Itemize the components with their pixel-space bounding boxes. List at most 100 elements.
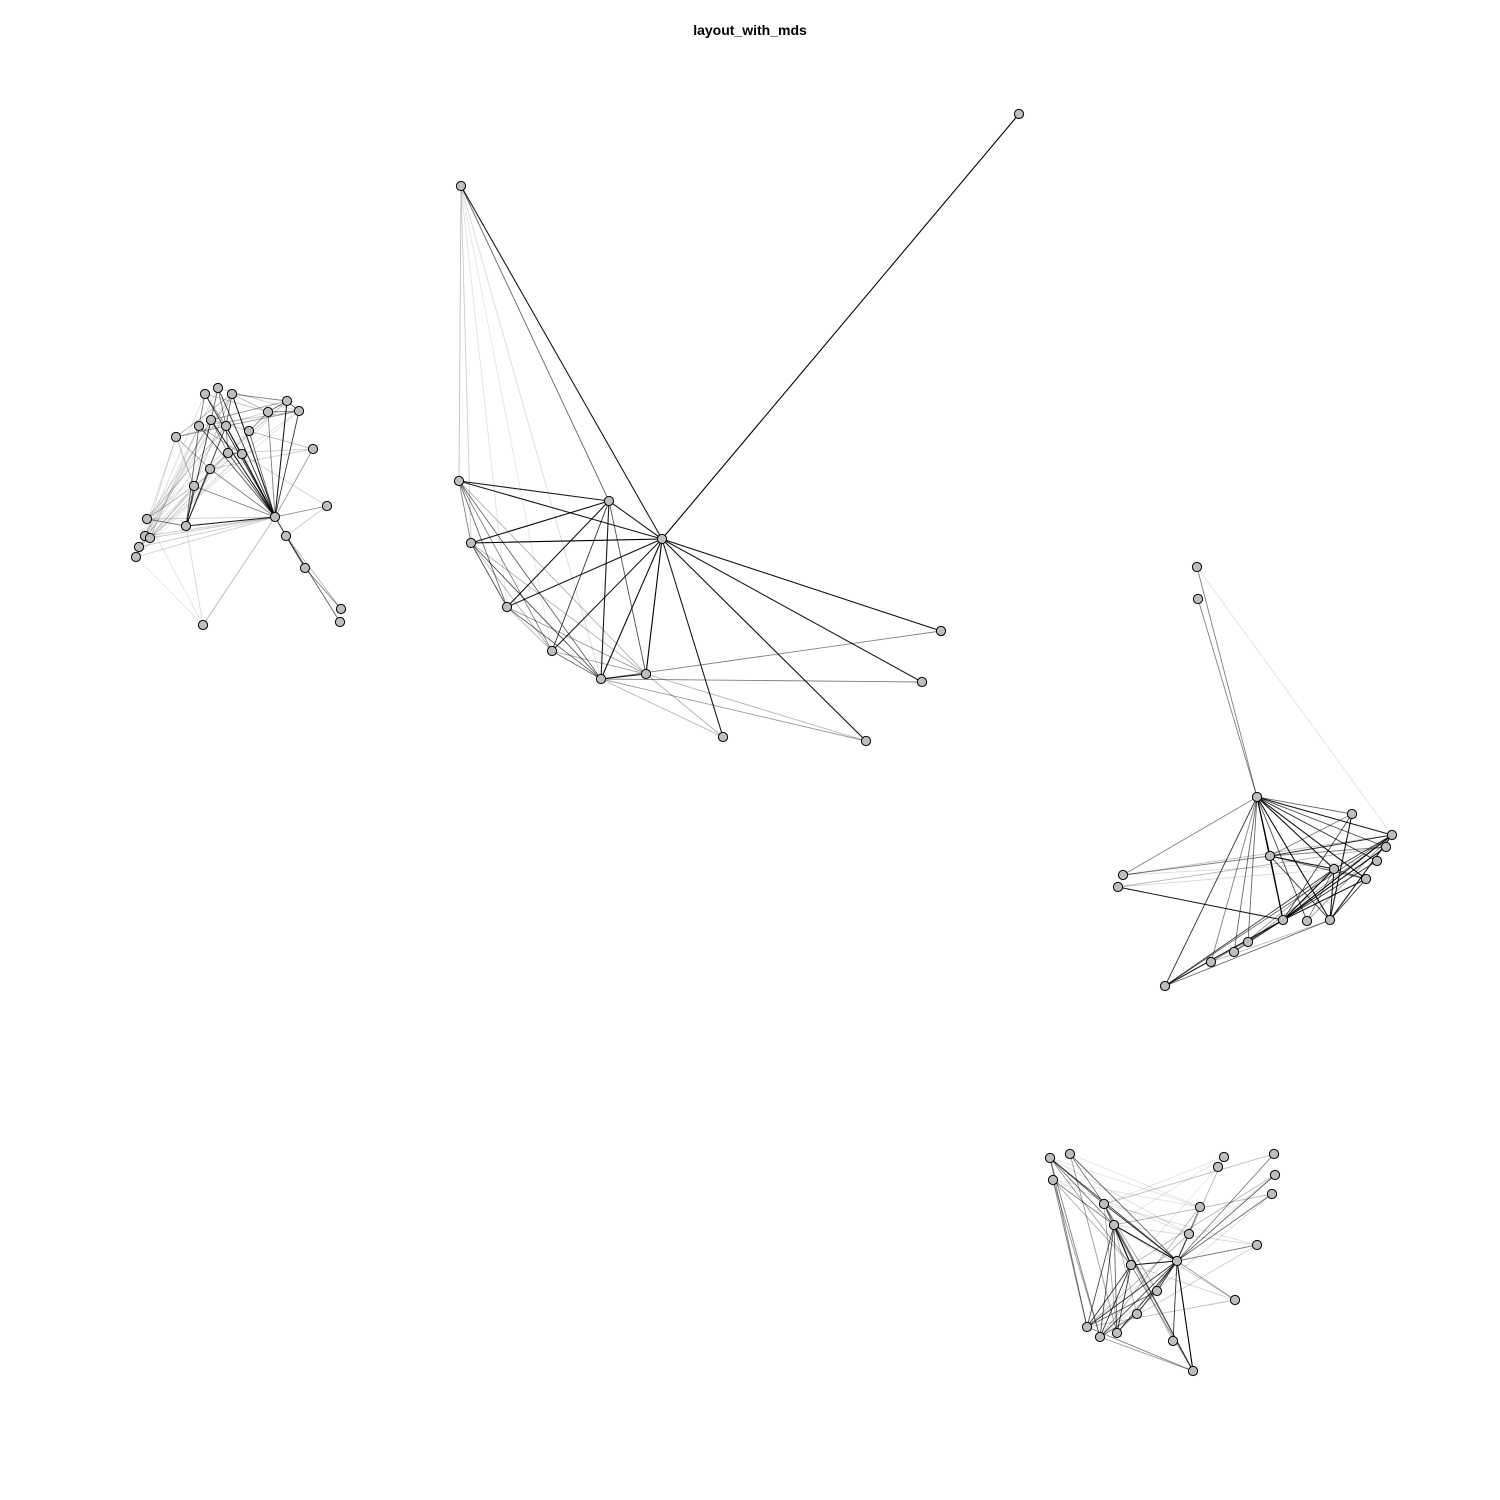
graph-edge [1069,1153,1201,1208]
graph-edge [149,516,276,539]
graph-edge [1210,796,1258,963]
graph-edge [1176,1244,1258,1262]
graph-node [860,735,872,747]
graph-edge [551,538,663,652]
graph-node [935,625,947,637]
graph-edge [1122,796,1258,876]
graph-edge [135,393,233,558]
graph-edge [204,393,269,413]
graph-edge [1103,1203,1178,1262]
graph-edge [146,393,233,520]
graph-edge [458,480,663,540]
graph-node [1151,1285,1163,1297]
graph-edge [458,480,553,652]
graph-edge [1269,813,1353,857]
graph-edge [185,468,211,527]
graph-edge [1256,796,1353,815]
graph-node [222,447,234,459]
graph-edge [198,425,243,455]
graph-edge [600,630,942,680]
graph-edge [175,436,211,470]
graph-edge [1197,598,1258,798]
graph-edge [1130,1174,1276,1266]
graph-edge [470,542,508,608]
graph-edge [1113,1224,1174,1342]
graph-edge [506,606,553,652]
graph-node [1346,808,1358,820]
graph-edge [267,410,300,413]
graph-edge [193,393,233,487]
graph-edge [1103,1203,1158,1292]
graph-edge [1164,919,1331,987]
graph-edge [661,538,942,632]
graph-edge [175,393,233,438]
graph-edge [1113,1224,1194,1372]
graph-edge [146,518,187,527]
graph-edge [1247,919,1284,943]
graph-edge [1282,813,1353,921]
graph-edge [1099,1244,1258,1338]
graph-node [1301,915,1313,927]
graph-edge [304,567,342,610]
graph-node [656,533,668,545]
graph-node [455,180,467,192]
graph-node [1159,980,1171,992]
graph-edge [600,678,923,683]
graph-node [1191,561,1203,573]
graph-edge [460,185,663,540]
graph-node [199,388,211,400]
graph-edge [1269,855,1331,921]
graph-edge [185,525,204,626]
graph-edge [1256,796,1335,870]
graph-edge [1130,1264,1194,1372]
graph-edge [146,518,204,626]
graph-edge [1164,834,1393,987]
graph-edge [1049,1157,1201,1208]
graph-node [1251,1239,1263,1251]
graph-edge [185,516,276,527]
graph-edge [1130,1166,1219,1266]
graph-edge [210,419,229,454]
graph-edge [285,535,342,610]
graph-node [130,551,142,563]
graph-edge [225,410,300,427]
graph-edge [1233,796,1258,953]
graph-edge [146,425,227,520]
graph-edge [608,500,663,540]
graph-edge [1247,796,1258,943]
graph-edge [241,453,328,507]
graph-edge [1086,1260,1178,1328]
graph-node [1013,108,1025,120]
graph-edge [225,425,243,455]
graph-edge [1122,855,1271,876]
graph-node [1264,850,1276,862]
graph-node [1360,873,1372,885]
graph-edge [274,410,300,518]
graph-node [717,731,729,743]
graph-edge [1282,846,1387,921]
graph-edge [1196,566,1258,798]
graph-edge [198,425,276,518]
graph-edge [144,516,276,537]
graph-edge [1099,1206,1201,1338]
graph-node [133,541,145,553]
graph-edge [470,500,610,544]
graph-edge [458,480,647,675]
graph-node [226,388,238,400]
graph-edge [1247,834,1393,943]
graph-edge [144,419,212,537]
graph-edge [1086,1290,1158,1328]
graph-edge [506,606,647,675]
graph-node [335,603,347,615]
graph-node [1266,1188,1278,1200]
graph-edge [146,485,195,520]
graph-edge [1176,1260,1236,1301]
graph-edge [1256,796,1387,848]
graph-edge [1099,1336,1194,1372]
graph-edge [1099,1260,1178,1338]
graph-edge [1282,860,1378,921]
graph-node [1187,1365,1199,1377]
graph-edge [470,542,553,652]
graph-edge [458,480,508,608]
graph-edge [551,500,610,652]
